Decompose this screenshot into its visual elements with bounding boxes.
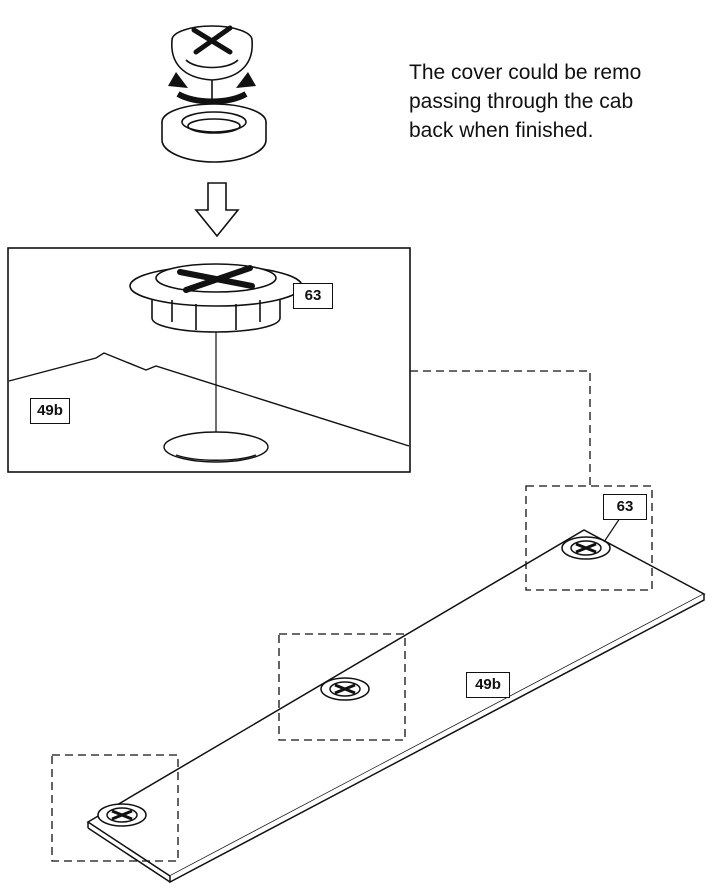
down-arrow-icon: [194, 182, 240, 238]
detail-box-left-dashed: [51, 754, 179, 862]
inset-hole-icon: [163, 431, 269, 463]
grommet-ring-icon: [161, 103, 267, 163]
detail-box-right-dashed: [525, 485, 653, 591]
label-board-part: 63: [603, 494, 647, 520]
inset-board-edge: [8, 352, 410, 447]
board-panel: [86, 529, 706, 884]
caption-line-2: passing through the cab: [409, 90, 634, 113]
board-grommet-left-icon: [97, 803, 147, 827]
inset-grommet-icon: [129, 263, 303, 333]
rotate-arrows-icon: [168, 72, 256, 105]
caption-line-3: back when finished.: [409, 119, 594, 142]
label-inset-part: 63: [293, 283, 333, 309]
caption-line-1: The cover could be remo: [409, 61, 642, 84]
board-grommet-middle-icon: [320, 677, 370, 701]
inset-connector-dashed: [410, 370, 591, 486]
instruction-caption: The cover could be remo passing through …: [409, 58, 707, 145]
board-part-leader-line: [603, 517, 621, 543]
detail-box-middle-dashed: [278, 633, 406, 741]
board-grommet-right-icon: [561, 536, 611, 560]
label-inset-board: 49b: [30, 398, 70, 424]
label-board: 49b: [466, 672, 510, 698]
cap-exploded-icon: [171, 25, 253, 112]
